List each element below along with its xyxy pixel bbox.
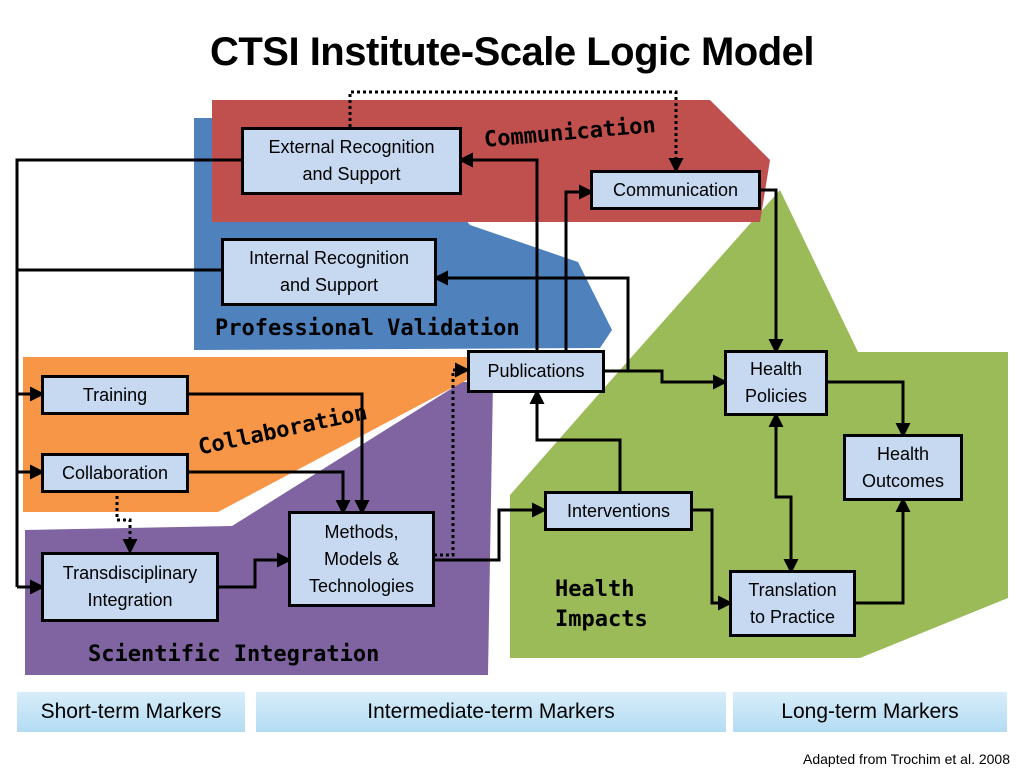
marker-long-term: Long-term Markers	[733, 692, 1007, 732]
edge-publications-to-external	[458, 152, 539, 351]
node-collaboration: Collaboration	[41, 453, 189, 493]
edge-publications-to-policies	[604, 369, 728, 390]
node-methods-models-technologies: Methods, Models & Technologies	[288, 511, 435, 607]
region-health-impacts-shape	[510, 190, 1008, 658]
edge-methods-to-publications-dotted	[434, 362, 470, 557]
region-label-scientific-integration: Scientific Integration	[88, 642, 380, 667]
node-external-recognition: External Recognition and Support	[241, 127, 462, 195]
page-title: CTSI Institute-Scale Logic Model	[209, 30, 815, 74]
edge-transdisciplinary-to-methods	[218, 552, 292, 589]
edge-interventions-to-publications	[529, 389, 622, 492]
node-publications: Publications	[467, 350, 605, 393]
node-training: Training	[41, 375, 189, 415]
edge-collaboration-to-transdisciplinary-dotted	[115, 490, 138, 554]
marker-intermediate-term: Intermediate-term Markers	[256, 692, 726, 732]
edge-policies-to-outcomes	[827, 380, 911, 438]
node-internal-recognition: Internal Recognition and Support	[221, 238, 437, 306]
edge-policies-translation	[768, 412, 799, 574]
region-label-health-impacts: Health Impacts	[555, 577, 648, 632]
node-translation-to-practice: Translation to Practice	[729, 570, 856, 637]
node-health-outcomes: Health Outcomes	[843, 434, 963, 501]
node-transdisciplinary-integration: Transdisciplinary Integration	[41, 552, 219, 622]
marker-short-term: Short-term Markers	[17, 692, 245, 732]
edge-communication-to-policies	[760, 188, 784, 354]
edge-translation-to-outcomes	[855, 497, 911, 605]
region-label-professional-validation: Professional Validation	[215, 316, 520, 341]
edge-methods-to-interventions	[434, 502, 547, 562]
edge-interventions-to-translation	[692, 508, 733, 611]
node-interventions: Interventions	[544, 491, 693, 531]
edge-publications-to-internal	[433, 270, 630, 371]
edge-training-to-methods	[188, 392, 370, 515]
source-credit: Adapted from Trochim et al. 2008	[803, 751, 1010, 767]
edge-collaboration-to-methods	[188, 470, 351, 515]
node-health-policies: Health Policies	[724, 350, 828, 416]
edge-external-to-communication-dotted	[348, 90, 684, 173]
edge-external-to-bus	[15, 158, 242, 587]
node-communication: Communication	[590, 170, 761, 210]
